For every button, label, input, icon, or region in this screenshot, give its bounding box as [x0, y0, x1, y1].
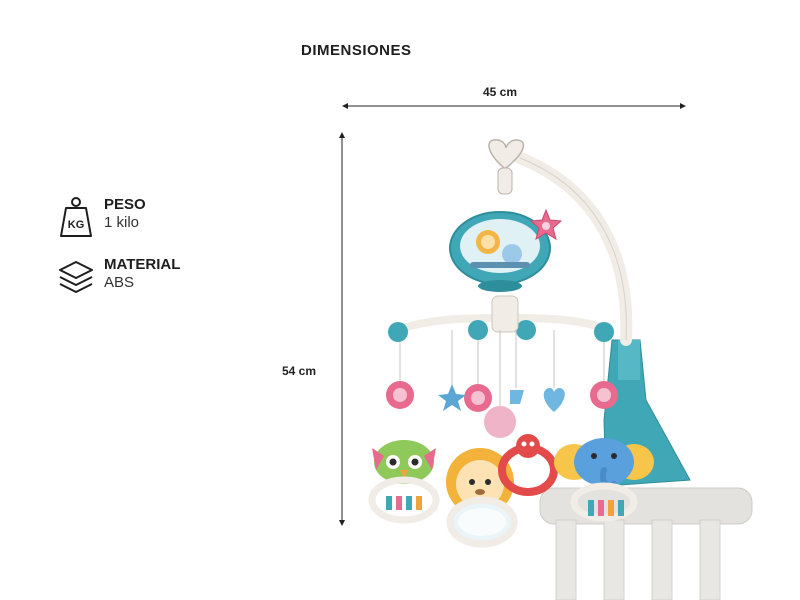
owl-rattle [368, 440, 440, 524]
flower-charm [464, 384, 492, 412]
height-label: 54 cm [282, 364, 317, 378]
page-title: DIMENSIONES [301, 42, 412, 59]
hanging-bar [388, 295, 614, 342]
heart-hook [488, 139, 525, 195]
width-label: 45 cm [483, 85, 518, 99]
layers-icon [59, 261, 93, 293]
lion-rattle [446, 448, 518, 548]
spec-weight-value: 1 kilo [104, 214, 140, 231]
spec-weight-label: PESO [104, 196, 146, 213]
spec-weight: KG PESO 1 kilo [58, 196, 146, 240]
weight-icon-text: KG [68, 219, 85, 231]
weight-kg-icon: KG [60, 197, 92, 237]
elephant-rattle [554, 438, 654, 522]
spec-material: MATERIAL ABS [58, 256, 180, 300]
heart-charm [543, 388, 565, 412]
spec-material-label: MATERIAL [104, 256, 181, 273]
flower-charm [386, 381, 414, 409]
crab-rattle [498, 434, 558, 496]
music-box [449, 208, 563, 292]
ball-charm [484, 406, 516, 438]
flower-charm [590, 381, 618, 409]
spec-material-value: ABS [104, 274, 135, 291]
star-charm [438, 384, 466, 411]
